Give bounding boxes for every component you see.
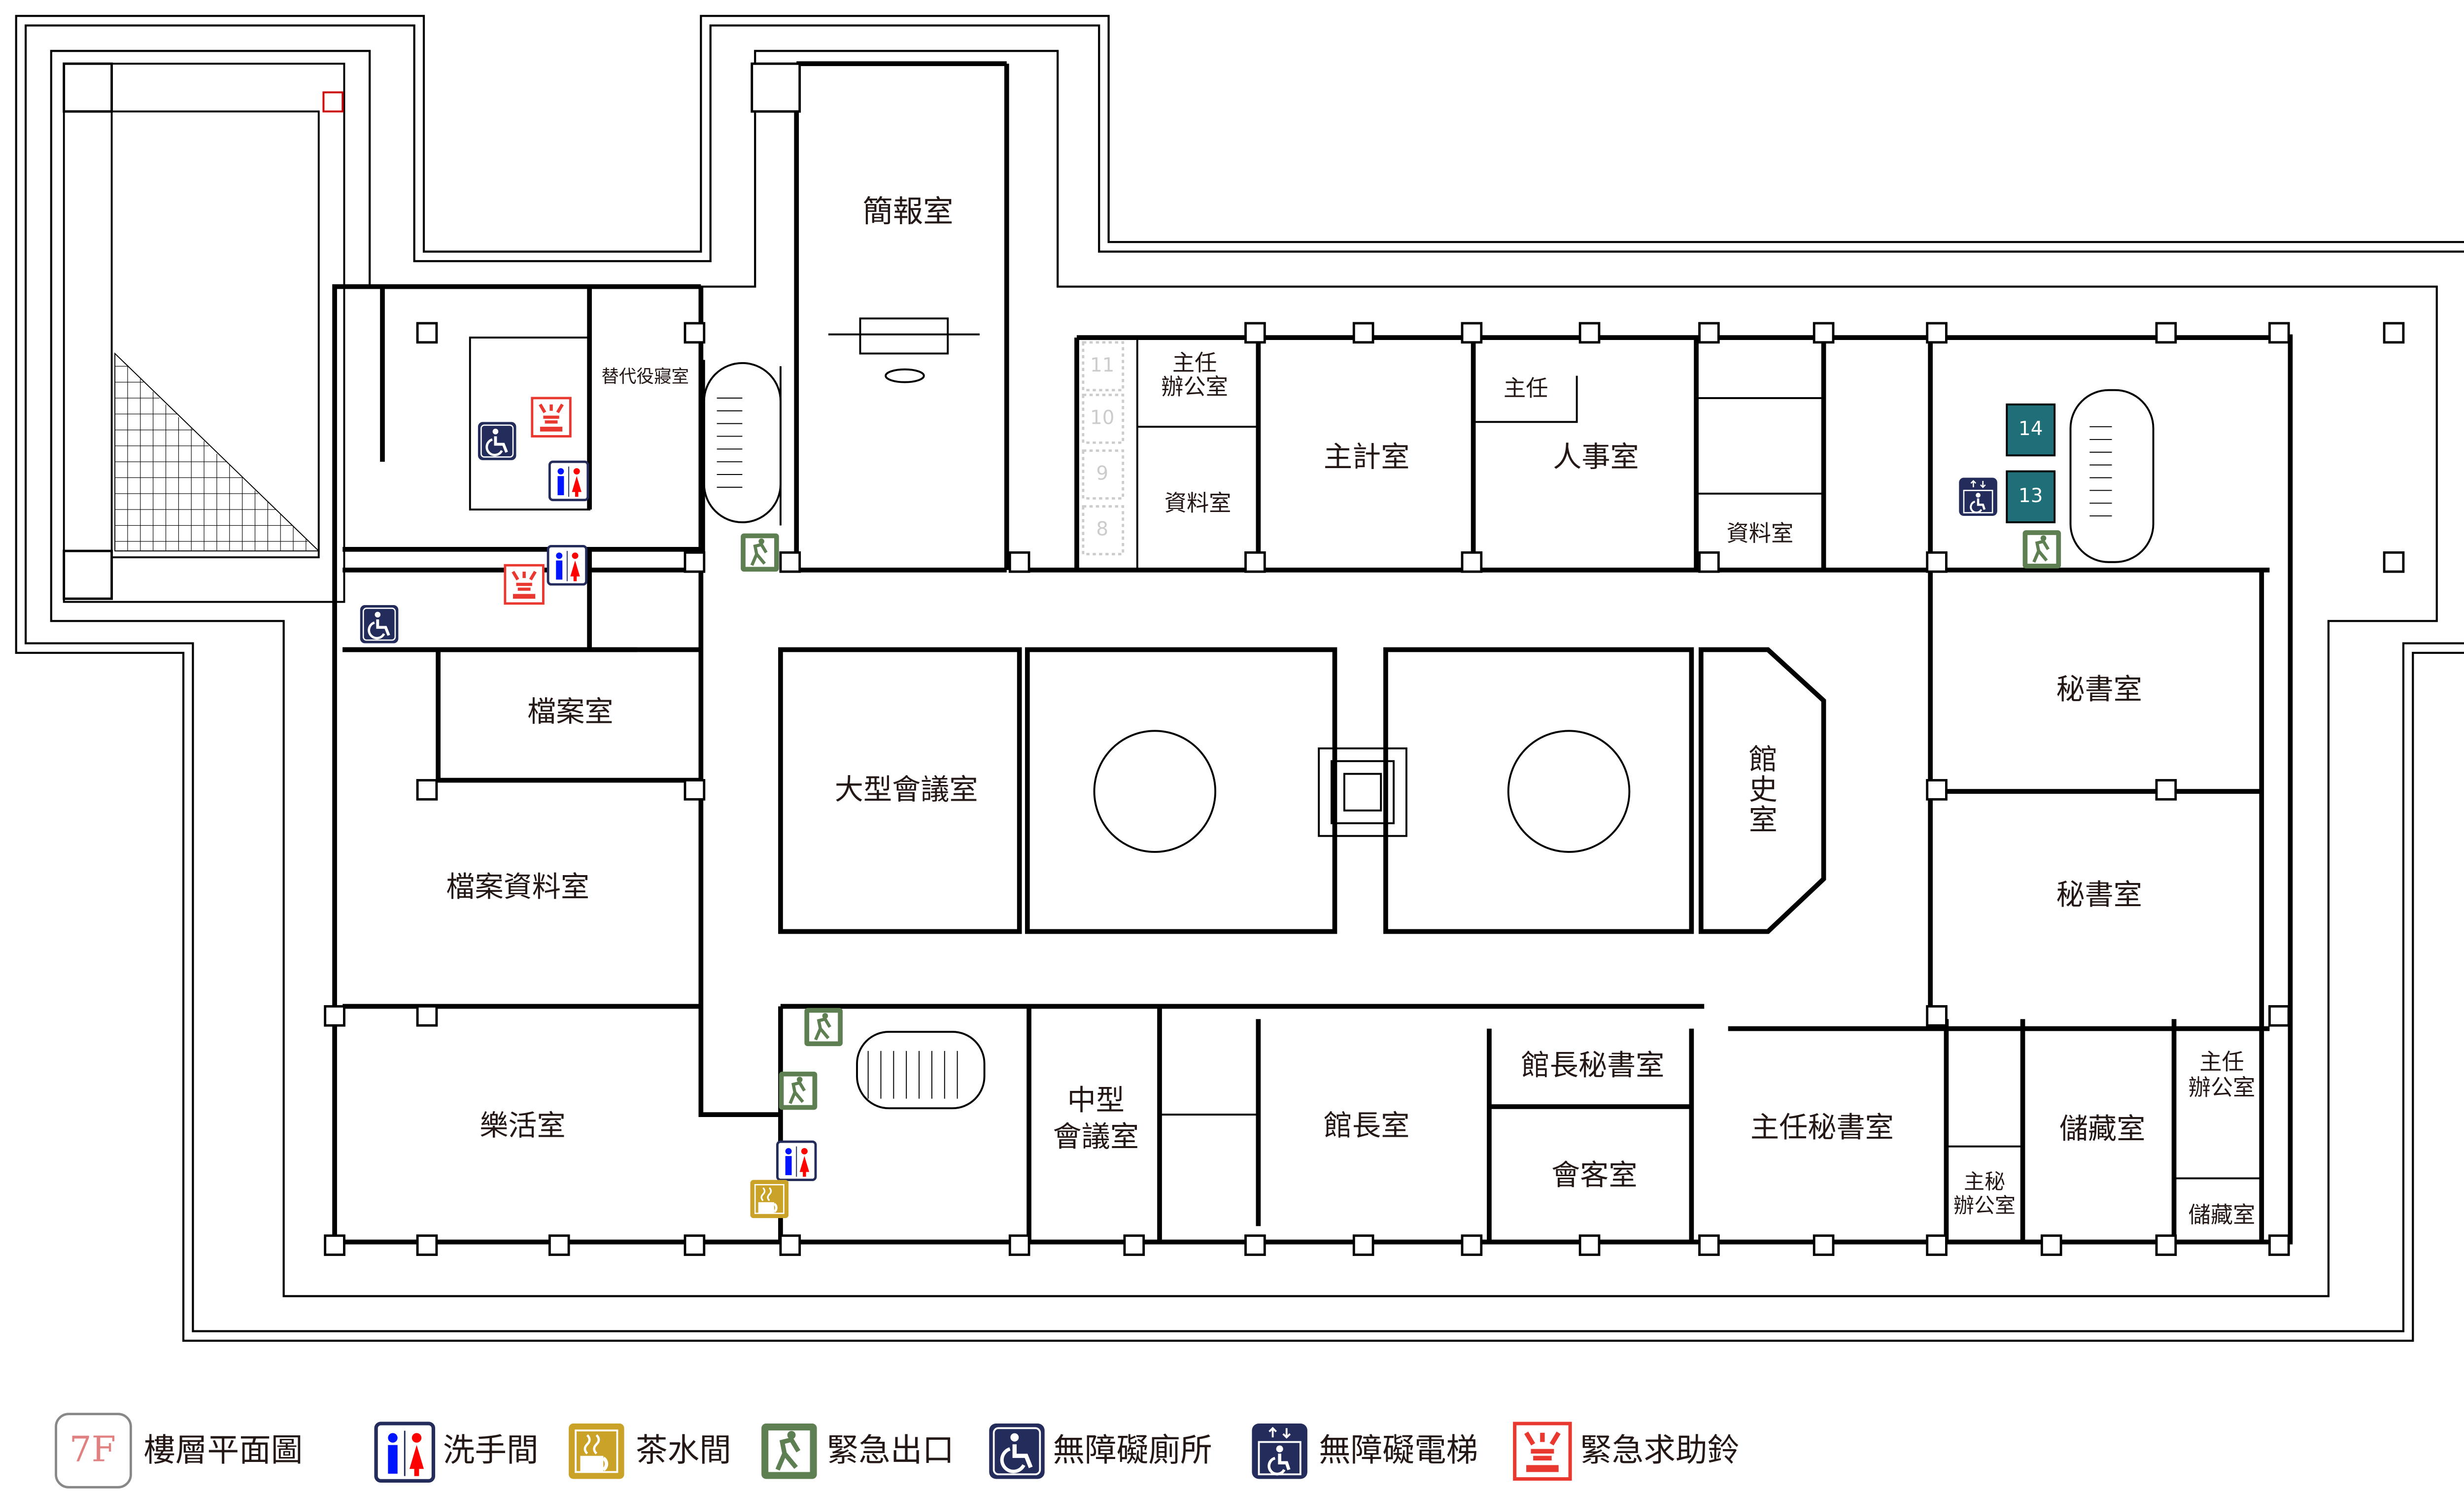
elevator-14: 14 — [2019, 418, 2043, 440]
room-director-office-l1: 主任 — [1172, 350, 1217, 376]
room-director: 主任 — [1504, 375, 1548, 402]
parking-8: 8 — [1096, 518, 1108, 541]
emergency-alarm-icon — [505, 565, 544, 604]
legend-label-floor-plan: 樓層平面圖 — [143, 1432, 303, 1469]
emergency-alarm-icon — [532, 398, 571, 437]
parking-bays — [1082, 341, 1125, 556]
parking-9: 9 — [1096, 463, 1108, 485]
accessible-toilet-icon — [989, 1424, 1044, 1479]
room-wellness: 樂活室 — [479, 1109, 565, 1142]
room-archive-north-2: 資料室 — [1726, 520, 1793, 546]
emergency-alarm-icon — [1515, 1424, 1570, 1479]
room-director-office-2-l2: 辦公室 — [2189, 1074, 2256, 1100]
room-medium-meeting-l1: 中型 — [1067, 1083, 1125, 1117]
room-director-office-l2: 辦公室 — [1161, 374, 1228, 400]
room-accounting: 主計室 — [1324, 440, 1409, 474]
room-curator: 館長室 — [1324, 1109, 1409, 1142]
room-chief-sec-office-l2: 辦公室 — [1953, 1193, 2016, 1218]
columns — [63, 62, 2405, 1256]
room-history-2: 史 — [1749, 773, 1778, 806]
emergency-exit-icon — [804, 1008, 843, 1047]
room-labels: 簡報室 主任 辦公室 資料室 主計室 主任 人事室 資料室 替代役寢室 檔案室 … — [446, 194, 2255, 1228]
room-director-office-2-l1: 主任 — [2199, 1049, 2244, 1075]
legend-label-exit: 緊急出口 — [827, 1432, 955, 1469]
building-walls — [332, 61, 2293, 1245]
room-storage-1: 儲藏室 — [2059, 1112, 2145, 1146]
room-chief-secretary: 主任秘書室 — [1750, 1110, 1894, 1144]
elevator-13: 13 — [2019, 485, 2043, 507]
restroom-icon — [548, 546, 586, 584]
room-curator-secretary: 館長秘書室 — [1521, 1048, 1665, 1082]
emergency-exit-icon — [2023, 530, 2061, 569]
pantry-icon — [751, 1180, 789, 1219]
room-storage-2: 儲藏室 — [2189, 1202, 2256, 1228]
room-file-archive: 檔案資料室 — [446, 870, 589, 903]
map-icons — [360, 398, 2061, 1218]
legend-label-accessible-elevator: 無障礙電梯 — [1319, 1432, 1478, 1469]
room-secretary-1: 秘書室 — [2056, 673, 2142, 706]
accessible-toilet-icon — [360, 605, 399, 644]
restroom-icon — [777, 1142, 816, 1180]
room-personnel: 人事室 — [1553, 440, 1639, 474]
emergency-exit-icon — [761, 1424, 817, 1479]
room-file: 檔案室 — [527, 695, 613, 728]
floor-badge — [55, 1413, 132, 1489]
room-briefing: 簡報室 — [862, 194, 953, 229]
room-substitute-dorm: 替代役寢室 — [601, 367, 689, 387]
legend-label-alarm: 緊急求助鈴 — [1580, 1432, 1739, 1469]
parking-11: 11 — [1090, 354, 1114, 376]
pantry-icon — [569, 1424, 624, 1479]
legend-label-restroom: 洗手間 — [443, 1432, 539, 1469]
accessible-toilet-icon — [478, 422, 516, 460]
restroom-icon — [376, 1424, 433, 1481]
legend-label-accessible-toilet: 無障礙廁所 — [1053, 1432, 1212, 1469]
room-medium-meeting-l2: 會議室 — [1053, 1120, 1139, 1153]
restroom-icon — [549, 462, 588, 500]
room-archive-north-1: 資料室 — [1164, 490, 1232, 516]
nw-void — [63, 63, 345, 603]
legend: 7F 樓層平面圖 洗手間 茶水間 緊急出口 無障礙廁所 無障礙電梯 緊急求助鈴 — [55, 1413, 1739, 1489]
room-reception: 會客室 — [1551, 1158, 1637, 1191]
floor-number: 7F — [69, 1429, 116, 1470]
room-large-meeting: 大型會議室 — [835, 773, 978, 806]
room-chief-sec-office-l1: 主秘 — [1964, 1170, 2005, 1194]
emergency-exit-icon — [779, 1072, 818, 1110]
room-secretary-2: 秘書室 — [2056, 878, 2142, 911]
accessible-elevator-icon — [1252, 1424, 1307, 1479]
parking-10: 10 — [1090, 407, 1114, 429]
emergency-exit-icon — [741, 534, 779, 572]
room-history-3: 室 — [1749, 803, 1778, 837]
room-history-1: 館 — [1749, 743, 1778, 776]
legend-label-pantry: 茶水間 — [636, 1432, 731, 1469]
accessible-elevator-icon — [1959, 477, 1997, 516]
